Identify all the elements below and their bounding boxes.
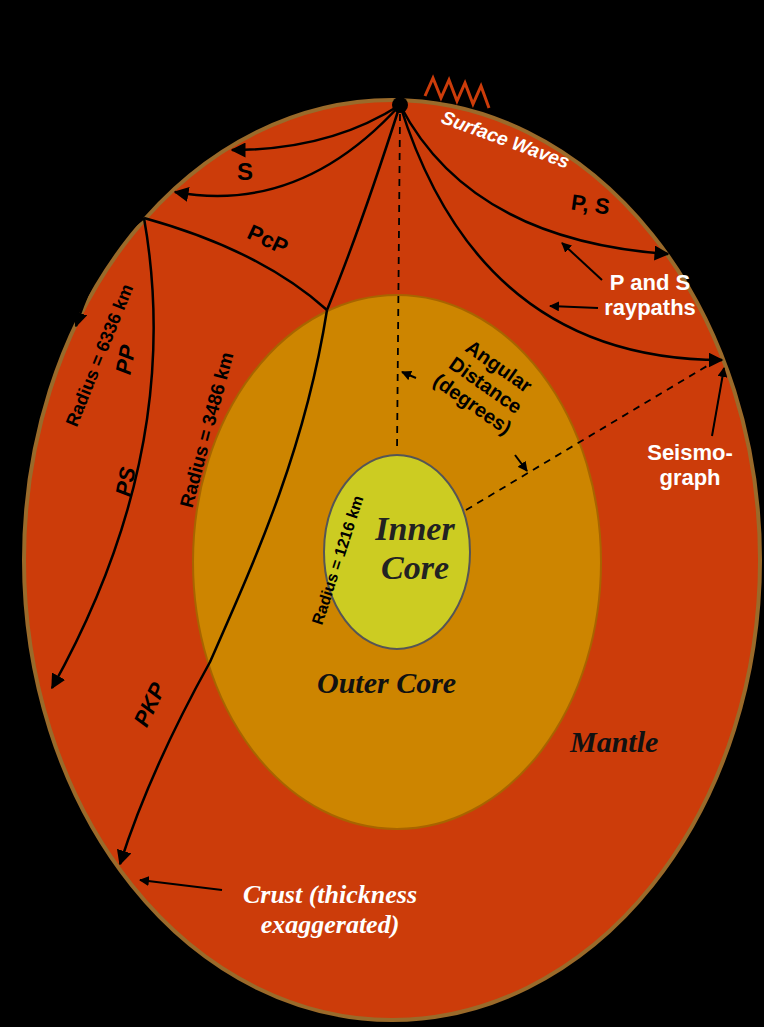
phase-label: P, S — [569, 190, 611, 220]
ray-path — [120, 310, 327, 864]
ray-path — [327, 105, 400, 310]
layer-name: Mantle — [570, 725, 658, 760]
angle-label: Angular Distance (degrees) — [422, 327, 548, 444]
phase-label: S — [237, 158, 253, 186]
ray-path — [144, 218, 327, 310]
ray-path — [400, 105, 668, 254]
layer-name: Outer Core — [317, 666, 456, 701]
crust-label: Crust (thickness exaggerated) — [205, 880, 455, 940]
radius-label: Radius = 3486 km — [176, 350, 239, 510]
mantle-layer: Mantle Outer Core Inner Core — [22, 98, 762, 1022]
wave-label: Surface Waves — [438, 107, 572, 174]
inner-core-layer: Inner Core — [323, 454, 471, 650]
ray-group — [52, 105, 722, 864]
leader-lines — [140, 243, 724, 890]
radius-label: Radius = 1216 km — [308, 493, 367, 627]
instrument-label: Seismo- graph — [640, 440, 740, 491]
ray-path — [76, 218, 144, 326]
outer-core-layer: Outer Core Inner Core — [192, 294, 602, 830]
raypath-label: P and S raypaths — [580, 270, 720, 321]
phase-label: PKP — [129, 679, 171, 731]
ray-path — [232, 105, 400, 150]
ray-path — [175, 105, 400, 196]
focus-dot — [392, 97, 408, 113]
angle-guide — [397, 114, 722, 510]
ray-path — [400, 105, 722, 360]
phase-label: PS — [111, 465, 141, 498]
layer-name: Inner Core — [360, 509, 470, 587]
ray-path — [52, 218, 154, 688]
radius-label: Radius = 6336 km — [62, 281, 138, 429]
phase-label: PP — [111, 343, 141, 376]
phase-label: PcP — [244, 220, 292, 261]
surface-wave-symbol — [425, 78, 489, 108]
